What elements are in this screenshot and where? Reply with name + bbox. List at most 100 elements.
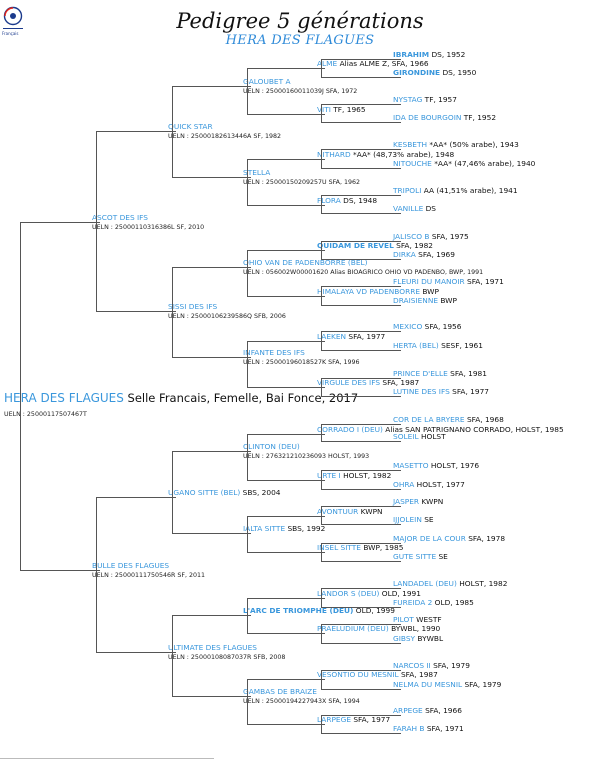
ancestor-entry: SISSI DES IFS <box>168 302 217 311</box>
horse-info: SFA, 1969 <box>415 250 455 259</box>
horse-name-link[interactable]: ARPEGE <box>393 706 423 715</box>
horse-name-link[interactable]: AVONTUUR <box>317 507 359 516</box>
horse-name-link[interactable]: JASPER <box>393 497 420 506</box>
connector-line <box>20 570 100 571</box>
connector-line <box>321 424 401 425</box>
horse-name-link[interactable]: MASETTO <box>393 461 429 470</box>
horse-name-link[interactable]: VESONTIO DU MESNIL <box>317 670 399 679</box>
ancestor-entry: DRAISIENNE BWP <box>393 296 457 305</box>
horse-info: SFA, 1987 <box>380 378 420 387</box>
horse-name-link[interactable]: LANDADEL (DEU) <box>393 579 457 588</box>
horse-name-link[interactable]: HIMALAYA VD PADENBORRE <box>317 287 421 296</box>
horse-info: DS, 1952 <box>429 50 466 59</box>
connector-line <box>172 86 251 87</box>
horse-name-link[interactable]: PRINCE D'ELLE <box>393 369 448 378</box>
horse-info: Alias ALME Z, SFA, 1966 <box>337 59 429 68</box>
horse-name-link[interactable]: VIRGULE DES IFS <box>317 378 381 387</box>
horse-name-link[interactable]: LANDOR S (DEU) <box>317 589 380 598</box>
ancestor-entry: NARCOS II SFA, 1979 <box>393 661 470 670</box>
horse-info: SBS, 2004 <box>240 488 281 497</box>
horse-name-link[interactable]: IALTA SITTE <box>243 524 286 533</box>
ancestor-entry: VANILLE DS <box>393 204 436 213</box>
horse-name-link[interactable]: NARCOS II <box>393 661 431 670</box>
root-horse-name[interactable]: HERA DES FLAGUES <box>4 391 124 405</box>
horse-name-link[interactable]: INSEL SITTE <box>317 543 361 552</box>
horse-name-link[interactable]: SOLEIL <box>393 432 419 441</box>
horse-name-link[interactable]: GIBSY <box>393 634 416 643</box>
ancestor-entry: QUIDAM DE REVEL SFA, 1982 <box>317 241 433 250</box>
horse-name-link[interactable]: LARPEGE <box>317 715 352 724</box>
connector-line <box>321 543 322 562</box>
logo-caption: Français <box>2 31 19 36</box>
horse-name-link[interactable]: CLINTON (DEU) <box>243 442 300 451</box>
horse-name-link[interactable]: SISSI DES IFS <box>168 302 218 311</box>
ancestor-entry: NITOUCHE *AA* (47,46% arabe), 1940 <box>393 159 535 168</box>
connector-line <box>321 149 322 169</box>
connector-line <box>172 615 251 616</box>
horse-name-link[interactable]: INFANTE DES IFS <box>243 348 305 357</box>
horse-name-link[interactable]: OHRA <box>393 480 415 489</box>
horse-name-link[interactable]: FUREIDA 2 <box>393 598 433 607</box>
horse-name-link[interactable]: QUIDAM DE REVEL <box>317 241 394 250</box>
horse-name-link[interactable]: DIRKA <box>393 250 416 259</box>
horse-name-link[interactable]: GALOUBET A <box>243 77 291 86</box>
horse-name-link[interactable]: DRAISIENNE <box>393 296 439 305</box>
horse-name-link[interactable]: OHIO VAN DE PADENBORRE (BEL) <box>243 258 368 267</box>
horse-name-link[interactable]: GIRONDINE <box>393 68 441 77</box>
ancestor-entry: KESBETH *AA* (50% arabe), 1943 <box>393 140 519 149</box>
ancestor-entry: MASETTO HOLST, 1976 <box>393 461 479 470</box>
ueln-text: UELN : 25000110316386L SF, 2010 <box>92 224 205 231</box>
horse-name-link[interactable]: NITOUCHE <box>393 159 432 168</box>
horse-name-link[interactable]: IJJOLEIN <box>393 515 422 524</box>
horse-name-link[interactable]: IBRAHIM <box>393 50 430 59</box>
horse-name-link[interactable]: COR DE LA BRYERE <box>393 415 465 424</box>
connector-line <box>96 131 176 132</box>
horse-name-link[interactable]: JALISCO B <box>393 232 430 241</box>
horse-name-link[interactable]: NYSTAG <box>393 95 423 104</box>
horse-name-link[interactable]: GUTE SITTE <box>393 552 437 561</box>
horse-name-link[interactable]: ALME <box>317 59 338 68</box>
horse-name-link[interactable]: GAMBAS DE BRAIZE <box>243 687 317 696</box>
horse-name-link[interactable]: L'ARC DE TRIOMPHE (DEU) <box>243 606 354 615</box>
ancestor-entry: MEXICO SFA, 1956 <box>393 322 461 331</box>
horse-name-link[interactable]: BULLE DES FLAGUES <box>92 561 170 570</box>
horse-name-link[interactable]: MEXICO <box>393 322 423 331</box>
horse-name-link[interactable]: MAJOR DE LA COUR <box>393 534 466 543</box>
horse-name-link[interactable]: QUICK STAR <box>168 122 213 131</box>
horse-name-link[interactable]: VANILLE <box>393 204 424 213</box>
ancestor-entry: IBRAHIM DS, 1952 <box>393 50 465 59</box>
ancestor-entry: UGANO SITTE (BEL) SBS, 2004 <box>168 488 281 497</box>
connector-line <box>321 378 322 397</box>
horse-name-link[interactable]: FARAH B <box>393 724 425 733</box>
ancestor-entry: VESONTIO DU MESNIL SFA, 1987 <box>317 670 438 679</box>
ancestor-entry: L'ARC DE TRIOMPHE (DEU) OLD, 1999 <box>243 606 395 615</box>
horse-name-link[interactable]: LUTINE DES IFS <box>393 387 450 396</box>
ancestor-entry: NELMA DU MESNIL SFA, 1979 <box>393 680 501 689</box>
horse-name-link[interactable]: FLORA <box>317 196 341 205</box>
horse-name-link[interactable]: CORRADO I (DEU) <box>317 425 383 434</box>
horse-name-link[interactable]: UGANO SITTE (BEL) <box>168 488 241 497</box>
horse-name-link[interactable]: STELLA <box>243 168 271 177</box>
horse-name-link[interactable]: KESBETH <box>393 140 428 149</box>
horse-name-link[interactable]: NITHARD <box>317 150 351 159</box>
horse-name-link[interactable]: IDA DE BOURGOIN <box>393 113 462 122</box>
horse-name-link[interactable]: LAEKEN <box>317 332 347 341</box>
horse-info: SFA, 1971 <box>464 277 504 286</box>
connector-line <box>321 195 401 196</box>
horse-name-link[interactable]: PILOT <box>393 615 414 624</box>
horse-name-link[interactable]: PRAELUDIUM (DEU) <box>317 624 389 633</box>
ancestor-entry: DIRKA SFA, 1969 <box>393 250 455 259</box>
horse-name-link[interactable]: VITI <box>317 105 331 114</box>
horse-name-link[interactable]: NELMA DU MESNIL <box>393 680 463 689</box>
horse-name-link[interactable]: HERTA (BEL) <box>393 341 439 350</box>
horse-name-link[interactable]: URTE I <box>317 471 341 480</box>
horse-name-link[interactable]: ASCOT DES IFS <box>92 213 148 222</box>
connector-line <box>247 250 248 297</box>
ancestor-entry: URTE I HOLST, 1982 <box>317 471 391 480</box>
horse-name-link[interactable]: FLEURI DU MANOIR <box>393 277 465 286</box>
ancestor-entry: STELLA <box>243 168 270 177</box>
ancestor-entry: FUREIDA 2 OLD, 1985 <box>393 598 474 607</box>
horse-info: *AA* (47,46% arabe), 1940 <box>431 159 536 168</box>
horse-name-link[interactable]: ULTIMATE DES FLAGUES <box>168 643 257 652</box>
horse-name-link[interactable]: TRIPOLI <box>393 186 422 195</box>
